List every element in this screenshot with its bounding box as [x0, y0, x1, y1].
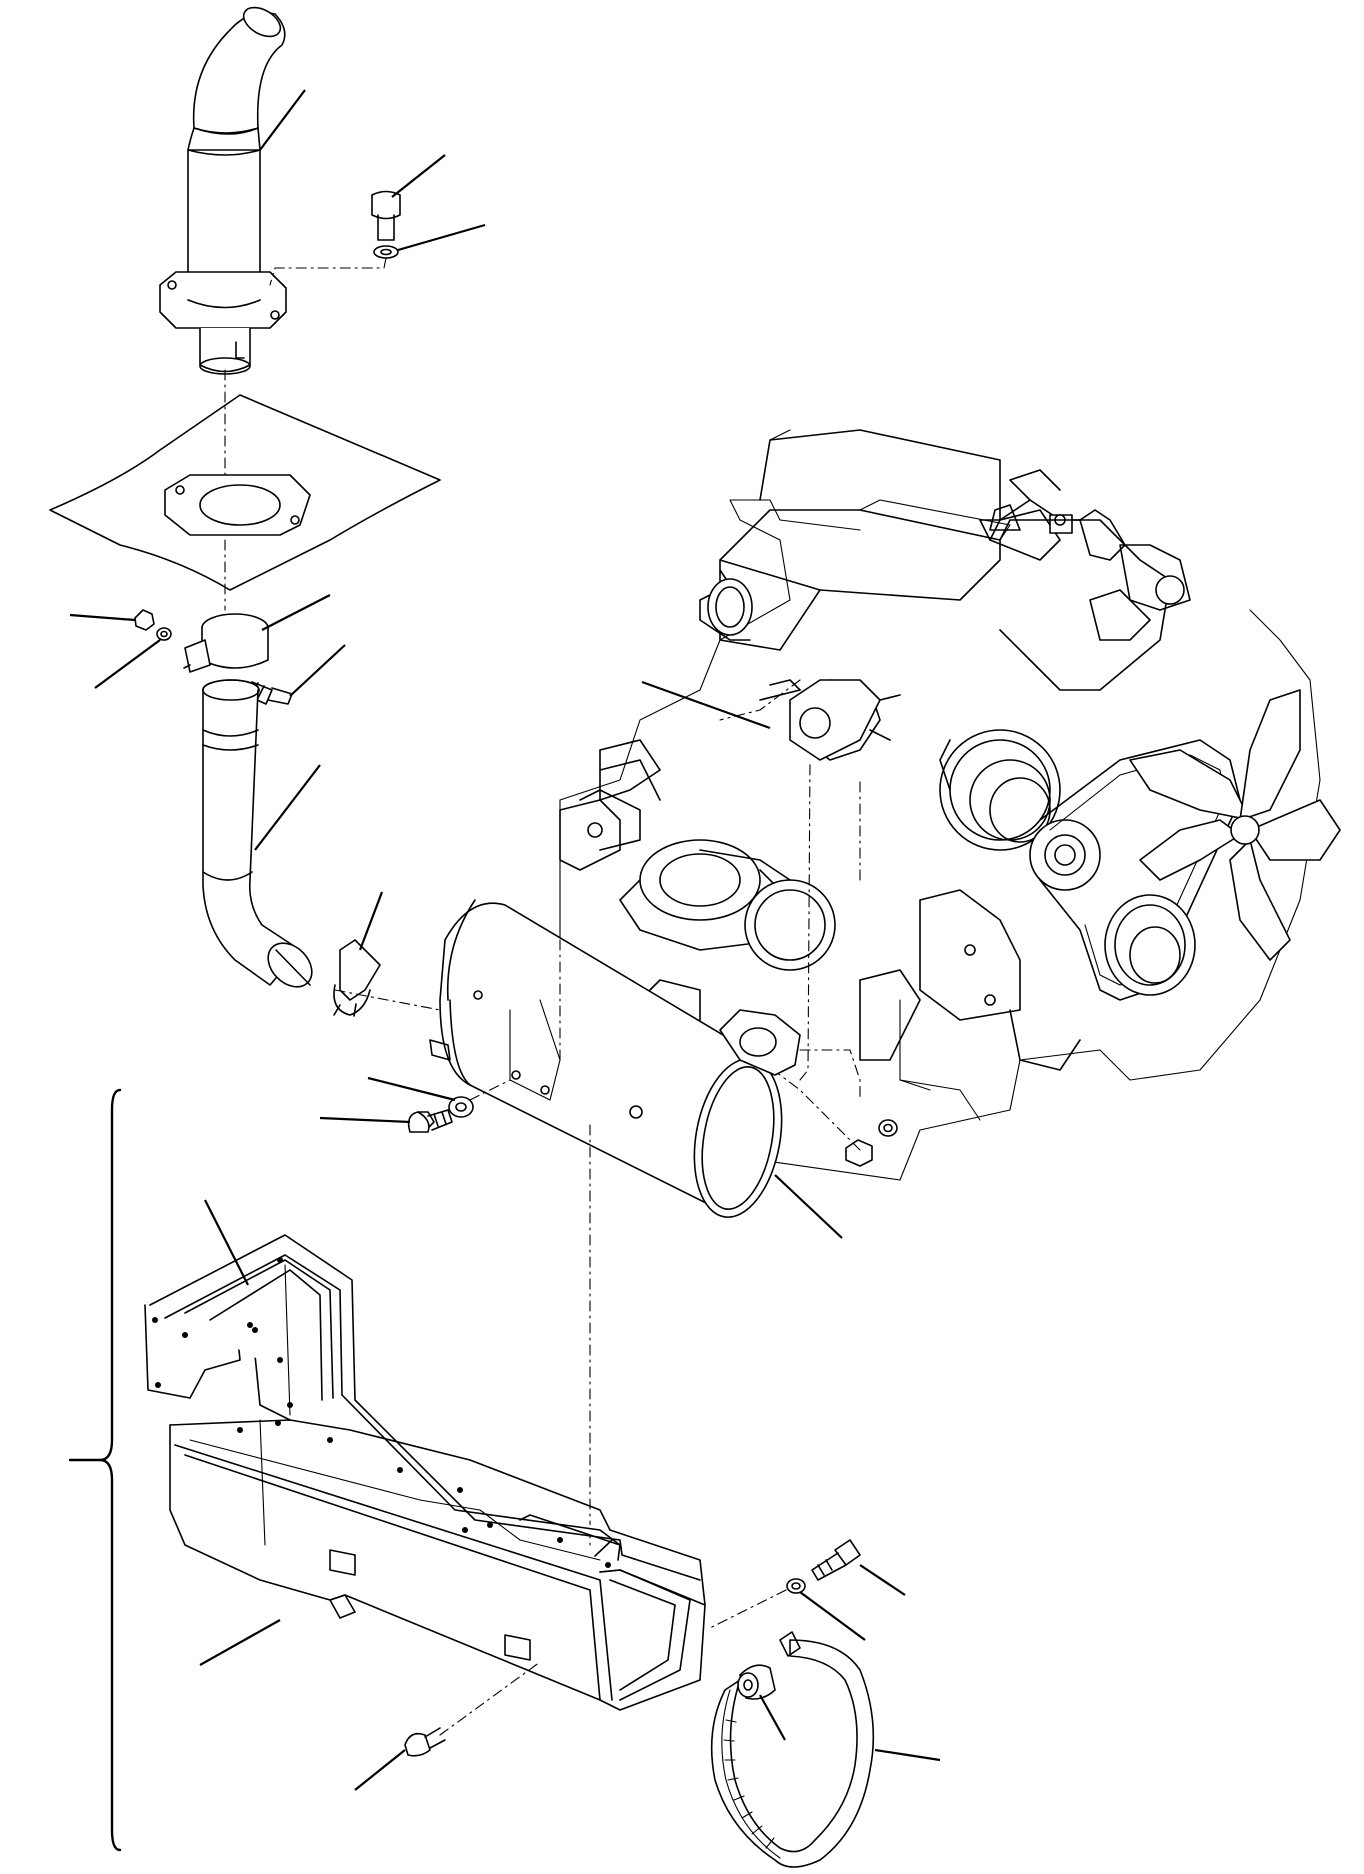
- washer-icon: [786, 1578, 806, 1594]
- washer-icon: [373, 245, 399, 259]
- flange-plate: [49, 394, 441, 611]
- exhaust-tail-pipe: [159, 6, 401, 481]
- washer-icon: [448, 1096, 474, 1118]
- heat-shield-cover: [144, 1234, 706, 1711]
- bolt-icon: [834, 1539, 861, 1566]
- mount-bolt: [709, 1539, 861, 1629]
- intermediate-pipe: [202, 679, 313, 988]
- group-bracket: [98, 1088, 122, 1852]
- u-clamp: [333, 939, 441, 1017]
- muffler: [407, 759, 861, 1546]
- leader-lines: [69, 89, 941, 1791]
- engine: [559, 429, 1341, 1181]
- cover-screw: [404, 1661, 541, 1757]
- band-clamp: [710, 1631, 875, 1868]
- nut-icon: [134, 609, 155, 631]
- nut-icon: [845, 1139, 873, 1167]
- spring-washer-icon: [156, 627, 172, 641]
- washer-icon: [878, 1119, 898, 1137]
- bolt-icon: [371, 190, 401, 220]
- screw-icon: [404, 1732, 431, 1757]
